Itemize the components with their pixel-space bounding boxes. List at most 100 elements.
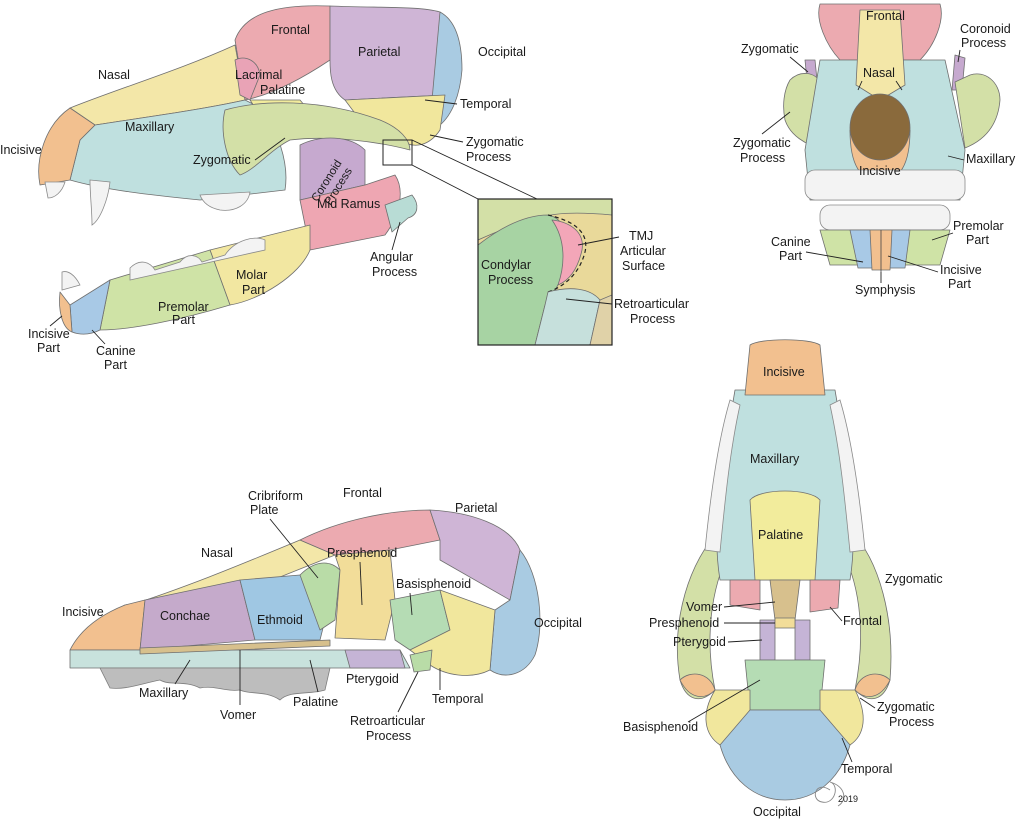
label-mid-ramus-lateral: Mid Ramus bbox=[317, 197, 380, 211]
label-cribriform-2: Plate bbox=[250, 503, 279, 517]
bone-zygomatic-right-ventral bbox=[841, 529, 892, 700]
leader-palatine-sagittal bbox=[309, 659, 319, 693]
label-canine-part-lateral-2: Part bbox=[104, 358, 127, 372]
label-parietal-sagittal: Parietal bbox=[455, 501, 497, 515]
bone-pterygoid-right-ventral bbox=[794, 619, 811, 661]
bone-pterygoid-left-ventral bbox=[759, 619, 776, 661]
leader-zygomatic-process-lateral bbox=[429, 134, 464, 143]
label-maxillary-ventral: Maxillary bbox=[750, 452, 800, 466]
label-tmj-3: Surface bbox=[622, 259, 665, 273]
signature-scribble bbox=[814, 781, 845, 807]
label-premolar-frontalview-1: Premolar bbox=[953, 219, 1004, 233]
label-retroarticular-inset-1: Retroarticular bbox=[614, 297, 689, 311]
label-canine-frontalview-2: Part bbox=[779, 249, 802, 263]
bone-canine-part bbox=[69, 279, 111, 335]
label-occipital-ventral: Occipital bbox=[753, 805, 801, 819]
label-nasal-frontalview: Nasal bbox=[863, 66, 895, 80]
bone-incisive-ventral bbox=[744, 339, 826, 396]
inset-bone-lower-right bbox=[589, 294, 612, 345]
leader-angular-process-lateral bbox=[391, 221, 401, 251]
leader-cribriform bbox=[269, 518, 319, 579]
bone-angular-lateral bbox=[384, 194, 418, 233]
upper-teeth-sagittal bbox=[99, 667, 331, 701]
inset-frame bbox=[477, 198, 613, 346]
bone-palatine-ventral bbox=[749, 490, 821, 581]
label-maxillary-frontalview: Maxillary bbox=[966, 152, 1016, 166]
label-frontal-frontalview: Frontal bbox=[866, 9, 905, 23]
bone-presphenoid-sagittal bbox=[334, 549, 396, 641]
upper-teeth-right-ventral bbox=[829, 399, 866, 553]
label-coronoid-frontalview-2: Process bbox=[961, 36, 1006, 50]
label-parietal-lateral: Parietal bbox=[358, 45, 400, 59]
leader-tmj bbox=[577, 236, 620, 246]
label-pterygoid-sagittal: Pterygoid bbox=[346, 672, 399, 686]
label-retroarticular-sagittal-2: Process bbox=[366, 729, 411, 743]
label-condylar-process-1: Condylar bbox=[481, 258, 531, 272]
upper-canine-tooth bbox=[89, 179, 111, 226]
bone-frontal-right-ventral bbox=[809, 579, 841, 613]
bone-premolar-part bbox=[99, 249, 231, 331]
leader-zygomatic-process-ventral bbox=[859, 697, 876, 709]
lower-premolar-teeth bbox=[129, 237, 266, 281]
label-frontal-sagittal: Frontal bbox=[343, 486, 382, 500]
label-zygomatic-process-ventral-2: Process bbox=[889, 715, 934, 729]
label-palatine-ventral: Palatine bbox=[758, 528, 803, 542]
label-zygomatic-process-lateral-1: Zygomatic bbox=[466, 135, 524, 149]
label-premolar-part-1: Premolar bbox=[158, 300, 209, 314]
label-retroarticular-sagittal-1: Retroarticular bbox=[350, 714, 425, 728]
sagittal-skull-view: Cribriform Plate Frontal Parietal Nasal … bbox=[62, 486, 582, 743]
label-incisive-part-frontalview-1: Incisive bbox=[940, 263, 982, 277]
label-symphysis-frontalview: Symphysis bbox=[855, 283, 915, 297]
leader-basisphenoid-ventral bbox=[687, 679, 761, 723]
leader-zygomatic-frontalview bbox=[789, 56, 809, 73]
leader-retroarticular-sagittal bbox=[397, 671, 419, 713]
zoom-connector-bottom bbox=[411, 164, 479, 200]
leader-incisive-part-lateral bbox=[49, 315, 63, 327]
bone-zygomatic-process-left-ventral bbox=[679, 673, 716, 697]
tmj-inset: Condylar Process TMJ Articular Surface R… bbox=[477, 198, 689, 346]
leader-premolar-frontalview bbox=[931, 232, 954, 241]
label-ethmoid-sagittal: Ethmoid bbox=[257, 613, 303, 627]
label-incisive-sagittal: Incisive bbox=[62, 605, 104, 619]
bone-incisive-lateral bbox=[38, 107, 96, 186]
label-lacrimal-lateral: Lacrimal bbox=[235, 68, 282, 82]
label-occipital-lateral: Occipital bbox=[478, 45, 526, 59]
label-occipital-sagittal: Occipital bbox=[534, 616, 582, 630]
inset-retroarticular-process bbox=[534, 288, 601, 345]
upper-carnassial-tooth bbox=[199, 191, 251, 211]
label-frontal-lateral: Frontal bbox=[271, 23, 310, 37]
label-vomer-sagittal: Vomer bbox=[220, 708, 256, 722]
label-presphenoid-sagittal: Presphenoid bbox=[327, 546, 397, 560]
label-retroarticular-inset-2: Process bbox=[630, 312, 675, 326]
label-angular-process-lateral-1: Angular bbox=[370, 250, 413, 264]
label-basisphenoid-ventral: Basisphenoid bbox=[623, 720, 698, 734]
label-nasal-sagittal: Nasal bbox=[201, 546, 233, 560]
label-tmj-1: TMJ bbox=[629, 229, 653, 243]
label-zygomatic-process-lateral-2: Process bbox=[466, 150, 511, 164]
label-incisive-part-frontalview-2: Part bbox=[948, 277, 971, 291]
bone-parietal-sagittal bbox=[429, 509, 521, 601]
label-zygomatic-process-frontalview-2: Process bbox=[740, 151, 785, 165]
bone-occipital-sagittal bbox=[489, 549, 541, 676]
bone-vomer-ventral bbox=[769, 579, 801, 621]
ventral-skull-view: Incisive Maxillary Palatine Zygomatic Vo… bbox=[623, 339, 943, 819]
label-conchae-sagittal: Conchae bbox=[160, 609, 210, 623]
label-coronoid-frontalview-1: Coronoid bbox=[960, 22, 1011, 36]
tmj-zoom-marker bbox=[382, 139, 413, 166]
label-tmj-2: Articular bbox=[620, 244, 666, 258]
inset-tmj-surface bbox=[551, 219, 583, 286]
label-frontal-ventral: Frontal bbox=[843, 614, 882, 628]
bone-coronoid-lateral bbox=[299, 137, 366, 201]
leader-vomer-ventral bbox=[723, 601, 776, 608]
upper-teeth-left-ventral bbox=[704, 399, 741, 553]
zoom-connector-top bbox=[411, 139, 538, 200]
leader-presphenoid bbox=[359, 561, 363, 606]
bone-zygomatic-arch bbox=[222, 102, 411, 176]
label-molar-part-2: Part bbox=[242, 283, 265, 297]
label-palatine-sagittal: Palatine bbox=[293, 695, 338, 709]
bone-occipital-ventral bbox=[719, 709, 851, 801]
label-condylar-process-2: Process bbox=[488, 273, 533, 287]
bone-presphenoid-ventral bbox=[774, 617, 796, 629]
bone-zygomatic-right-frontalview bbox=[954, 73, 1001, 149]
lateral-skull-view: Nasal Frontal Parietal Occipital Lacrima… bbox=[0, 5, 538, 372]
